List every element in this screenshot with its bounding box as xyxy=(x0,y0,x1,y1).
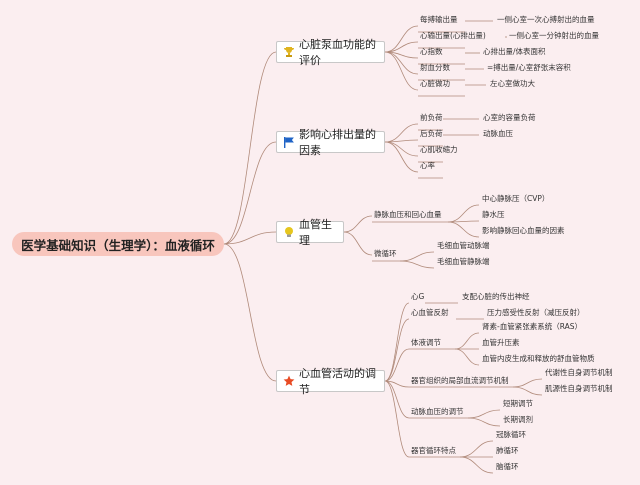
item-cardiac-output[interactable]: 心输出量(心排出量) xyxy=(420,31,486,40)
subitem-venous-return-factors[interactable]: 影响静脉回心血量的因素 xyxy=(482,226,565,235)
lightbulb-icon xyxy=(283,226,295,238)
note-cardiac-work: 左心室做功大 xyxy=(490,79,535,88)
branch-vascular-physiology[interactable]: 血管生理 xyxy=(276,218,344,247)
subitem-cvp[interactable]: 中心静脉压（CVP） xyxy=(482,194,550,203)
item-afterload[interactable]: 后负荷 xyxy=(420,129,443,138)
subitem-long-term[interactable]: 长期调剂 xyxy=(503,415,533,424)
note-stroke-volume: 一侧心室一次心搏射出的血量 xyxy=(497,15,595,24)
branch-title: 心脏泵血功能的评价 xyxy=(299,38,376,67)
b4-sub-organ-2 xyxy=(459,456,494,474)
branch-title: 心血管活动的调节 xyxy=(299,367,376,396)
trophy-icon xyxy=(283,46,295,58)
subitem-myogenic[interactable]: 肌源性自身调节机制 xyxy=(545,384,613,393)
subitem-cerebral[interactable]: 脑循环 xyxy=(496,462,519,471)
flag-icon xyxy=(283,136,295,148)
item-local-flow-regulation[interactable]: 器官组织的局部血流调节机制 xyxy=(411,376,509,385)
root-link-2 xyxy=(223,231,277,245)
branch-cardiovascular-regulation[interactable]: 心血管活动的调节 xyxy=(276,367,385,396)
item-cv-reflex[interactable]: 心血管反射 xyxy=(411,308,449,317)
note-preload: 心室的容量负荷 xyxy=(483,113,536,122)
subitem-arterial-end[interactable]: 毛细血管动脉端 xyxy=(437,241,490,250)
subitem-pulmonary[interactable]: 肺循环 xyxy=(496,446,519,455)
b4-sub-local-0 xyxy=(512,378,543,388)
root-topic-label: 医学基础知识（生理学）：血液循环 xyxy=(21,237,215,253)
b1-link-1 xyxy=(384,41,419,53)
star-icon xyxy=(283,375,295,387)
b2-link-2 xyxy=(384,141,419,157)
b2-link-0 xyxy=(384,123,419,143)
branch-title: 影响心排出量的因素 xyxy=(299,128,376,157)
b1-link-4 xyxy=(384,51,419,91)
subitem-ras[interactable]: 肾素-血管紧张素系统（RAS） xyxy=(482,322,583,331)
note-afterload: 动脉血压 xyxy=(483,129,513,138)
item-bp-regulation[interactable]: 动脉血压的调节 xyxy=(411,407,464,416)
b4-sub-ras-2 xyxy=(454,348,480,366)
item-organ-circulation[interactable]: 器官循环特点 xyxy=(411,446,456,455)
subitem-coronary[interactable]: 冠脉循环 xyxy=(496,430,526,439)
root-link-1 xyxy=(223,141,277,245)
b4-sub-ras-0 xyxy=(454,332,480,350)
b3-sub2-link-1 xyxy=(399,260,435,269)
branch-cardiac-output-factors[interactable]: 影响心排出量的因素 xyxy=(276,128,385,157)
item-cardiac-index[interactable]: 心指数 xyxy=(420,47,443,56)
b4-sub-bp-0 xyxy=(467,409,501,419)
subitem-metabolic[interactable]: 代谢性自身调节机制 xyxy=(545,368,613,377)
subitem-hydrostatic[interactable]: 静水压 xyxy=(482,210,505,219)
b4-link-0 xyxy=(384,302,410,382)
b3-sub-link-2 xyxy=(447,221,480,238)
b4-link-3 xyxy=(384,380,410,388)
subitem-venous-end[interactable]: 毛细血管静脉端 xyxy=(437,257,490,266)
item-cardiac-work[interactable]: 心脏做功 xyxy=(420,79,450,88)
item-stroke-volume[interactable]: 每搏输出量 xyxy=(420,15,458,24)
item-heart-rate[interactable]: 心率 xyxy=(420,161,435,170)
b4-link-5 xyxy=(384,380,410,458)
root-link-0 xyxy=(223,51,277,245)
item-cardiac-nerve[interactable]: 心G xyxy=(411,292,425,301)
b2-link-3 xyxy=(384,141,419,173)
b4-sub-organ-0 xyxy=(459,440,494,458)
root-link-3 xyxy=(223,243,277,382)
item-preload[interactable]: 前负荷 xyxy=(420,113,443,122)
b4-link-1 xyxy=(384,318,410,382)
b3-link-1 xyxy=(343,231,373,256)
b4-link-2 xyxy=(384,348,410,382)
note-cv-reflex: 压力感受性反射（减压反射） xyxy=(487,308,585,317)
branch-title: 血管生理 xyxy=(299,218,332,247)
b1-link-0 xyxy=(384,25,419,53)
item-contractility[interactable]: 心肌收缩力 xyxy=(420,145,458,154)
branch-heart-pump-evaluation[interactable]: 心脏泵血功能的评价 xyxy=(276,38,385,67)
item-venous-pressure-return[interactable]: 静脉血压和回心血量 xyxy=(374,210,442,219)
subitem-endothelial[interactable]: 血管内皮生成和释放的舒血管物质 xyxy=(482,354,595,363)
note-cardiac-output: 一侧心室一分钟射出的血量 xyxy=(509,31,599,40)
subitem-short-term[interactable]: 短期调节 xyxy=(503,399,533,408)
b4-sub-local-1 xyxy=(512,386,543,396)
item-humoral-regulation[interactable]: 体液调节 xyxy=(411,338,441,347)
b3-link-0 xyxy=(343,215,373,233)
item-ejection-fraction[interactable]: 射血分数 xyxy=(420,63,450,72)
root-topic[interactable]: 医学基础知识（生理学）：血液循环 xyxy=(12,232,224,256)
note-ejection-fraction: =搏出量/心室舒张末容积 xyxy=(487,63,571,72)
b3-sub2-link-0 xyxy=(399,251,435,262)
b4-sub-bp-1 xyxy=(467,417,501,427)
note-cardiac-nerve: 支配心脏的传出神经 xyxy=(462,292,530,301)
item-microcirculation[interactable]: 微循环 xyxy=(374,249,397,258)
b3-sub-link-0 xyxy=(447,204,480,223)
subitem-vasopressin[interactable]: 血管升压素 xyxy=(482,338,520,347)
note-cardiac-index: 心排出量/体表面积 xyxy=(483,47,546,56)
